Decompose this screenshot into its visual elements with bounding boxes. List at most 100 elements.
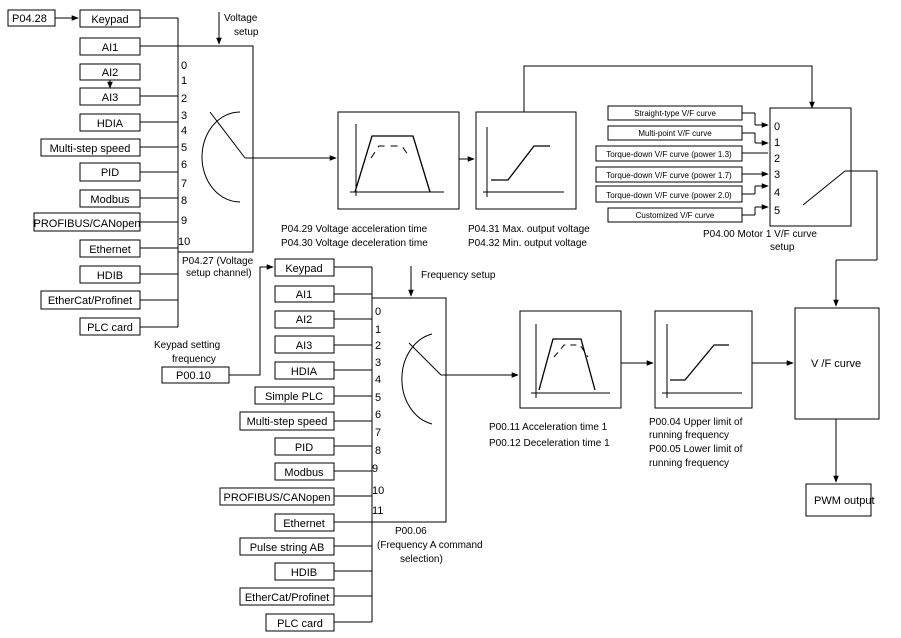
vf-option-index-5: 5 xyxy=(774,205,780,217)
p0010-label: P00.10 xyxy=(176,370,211,382)
frequency-section xyxy=(161,258,880,632)
voltage-selector-index-6: 6 xyxy=(181,159,187,171)
voltage-source-label-6: PID xyxy=(101,167,119,179)
vf-selector-switch xyxy=(802,170,846,206)
voltage-source-label-7: Modbus xyxy=(90,194,130,206)
vf-option-label-0: Straight-type V/F curve xyxy=(634,109,716,118)
frequency-selector-switch xyxy=(408,342,442,376)
frequency-accel-label-1: P00.11 Acceleration time 1 xyxy=(489,422,608,433)
vf-option-label-4: Torque-down V/F curve (power 2.0) xyxy=(606,191,732,200)
frequency-selector-label-3: selection) xyxy=(400,554,443,565)
voltage-selector-switch xyxy=(209,111,246,159)
vf-option-label-1: Multi-point V/F curve xyxy=(638,129,712,138)
voltage-limit-box xyxy=(475,111,577,210)
voltage-accel-label-2: P04.30 Voltage deceleration time xyxy=(281,238,428,249)
voltage-setup-label-1: Voltage xyxy=(224,13,258,24)
vf-option-index-4: 4 xyxy=(774,187,780,199)
frequency-selector-index-8: 8 xyxy=(375,445,381,457)
voltage-channel-label-1: P04.27 (Voltage xyxy=(182,256,254,267)
frequency-selector-index-4: 4 xyxy=(375,374,381,386)
voltage-selector-index-4: 4 xyxy=(181,125,187,137)
frequency-selector-index-3: 3 xyxy=(375,357,381,369)
p0428-label: P04.28 xyxy=(12,13,47,25)
voltage-selector-index-3: 3 xyxy=(181,110,187,122)
voltage-selector-index-7: 7 xyxy=(181,178,187,190)
vf-option-index-1: 1 xyxy=(774,137,780,149)
voltage-source-label-4: HDIA xyxy=(97,118,124,130)
frequency-selector-index-9: 9 xyxy=(372,463,378,475)
voltage-source-label-10: HDIB xyxy=(97,270,123,282)
frequency-source-label-9: PROFIBUS/CANopen xyxy=(224,492,331,504)
frequency-source-label-11: Pulse string AB xyxy=(250,542,325,554)
frequency-selector-label-1: P00.06 xyxy=(395,526,427,537)
voltage-channel-label-2: setup channel) xyxy=(186,268,252,279)
voltage-selector-box xyxy=(177,45,254,253)
vf-option-label-2: Torque-down V/F curve (power 1.3) xyxy=(606,150,732,159)
voltage-section xyxy=(7,9,815,336)
vf-curve-label: V /F curve xyxy=(811,358,861,370)
voltage-source-label-12: PLC card xyxy=(87,322,133,334)
voltage-selector-arc xyxy=(201,111,241,203)
voltage-selector-index-9: 9 xyxy=(181,215,187,227)
voltage-source-label-2: AI2 xyxy=(102,67,119,79)
frequency-source-label-6: Multi-step speed xyxy=(247,416,328,428)
vf-option-index-3: 3 xyxy=(774,169,780,181)
voltage-selector-index-1: 1 xyxy=(181,75,187,87)
voltage-accel-label-1: P04.29 Voltage acceleration time xyxy=(281,224,428,235)
voltage-selector-index-2: 2 xyxy=(181,93,187,105)
frequency-selector-index-11: 11 xyxy=(372,505,383,517)
frequency-limit-label-1: P00.04 Upper limit of xyxy=(649,417,743,428)
vf-option-index-0: 0 xyxy=(774,121,780,133)
frequency-accel-label-2: P00.12 Deceleration time 1 xyxy=(489,438,610,449)
pwm-output-box xyxy=(805,483,872,517)
vf-option-index-2: 2 xyxy=(774,153,780,165)
voltage-selector-index-5: 5 xyxy=(181,142,187,154)
vf-curve-box xyxy=(794,307,880,420)
voltage-source-label-0: Keypad xyxy=(91,14,128,26)
frequency-source-label-8: Modbus xyxy=(284,467,324,479)
frequency-selector-index-1: 1 xyxy=(375,324,381,336)
keypad-setting-label-2: frequency xyxy=(172,354,216,365)
frequency-source-label-13: EtherCat/Profinet xyxy=(245,592,329,604)
frequency-limit-label-3: P00.05 Lower limit of xyxy=(649,444,743,455)
frequency-source-label-1: AI1 xyxy=(296,289,313,301)
frequency-selector-index-0: 0 xyxy=(375,306,381,318)
frequency-source-label-0: Keypad xyxy=(285,263,322,275)
voltage-selector-index-8: 8 xyxy=(181,195,187,207)
frequency-selector-index-6: 6 xyxy=(375,409,381,421)
frequency-selector-index-2: 2 xyxy=(375,340,381,352)
keypad-setting-label-1: Keypad setting xyxy=(154,340,220,351)
frequency-selector-box xyxy=(371,297,447,523)
frequency-source-label-2: AI2 xyxy=(296,314,313,326)
voltage-limit-label-2: P04.32 Min. output voltage xyxy=(468,238,587,249)
frequency-source-label-7: PID xyxy=(295,442,313,454)
frequency-selector-index-7: 7 xyxy=(375,427,381,439)
voltage-setup-label-2: setup xyxy=(234,27,259,38)
vf-selector-label-2: setup xyxy=(770,242,795,253)
frequency-source-label-10: Ethernet xyxy=(283,518,325,530)
voltage-source-label-9: Ethernet xyxy=(89,244,131,256)
voltage-source-label-5: Multi-step speed xyxy=(50,143,131,155)
frequency-source-label-12: HDIB xyxy=(291,567,317,579)
vf-selector-label-1: P04.00 Motor 1 V/F curve xyxy=(703,229,817,240)
frequency-selector-label-2: (Frequency A command xyxy=(377,540,483,551)
frequency-source-label-5: Simple PLC xyxy=(265,391,323,403)
vf-option-label-5: Customized V/F curve xyxy=(636,211,715,220)
frequency-selector-index-5: 5 xyxy=(375,392,381,404)
vf-curve-section xyxy=(595,105,878,307)
frequency-source-label-14: PLC card xyxy=(277,618,323,630)
voltage-source-label-1: AI1 xyxy=(102,42,119,54)
voltage-source-label-3: AI3 xyxy=(102,92,119,104)
voltage-limit-label-1: P04.31 Max. output voltage xyxy=(468,224,590,235)
vf-option-indices: 0 1 2 3 4 5 xyxy=(774,121,780,217)
voltage-accel-box xyxy=(337,111,460,210)
voltage-source-label-11: EtherCat/Profinet xyxy=(48,295,132,307)
voltage-selector-index-10: 10 xyxy=(178,236,190,248)
